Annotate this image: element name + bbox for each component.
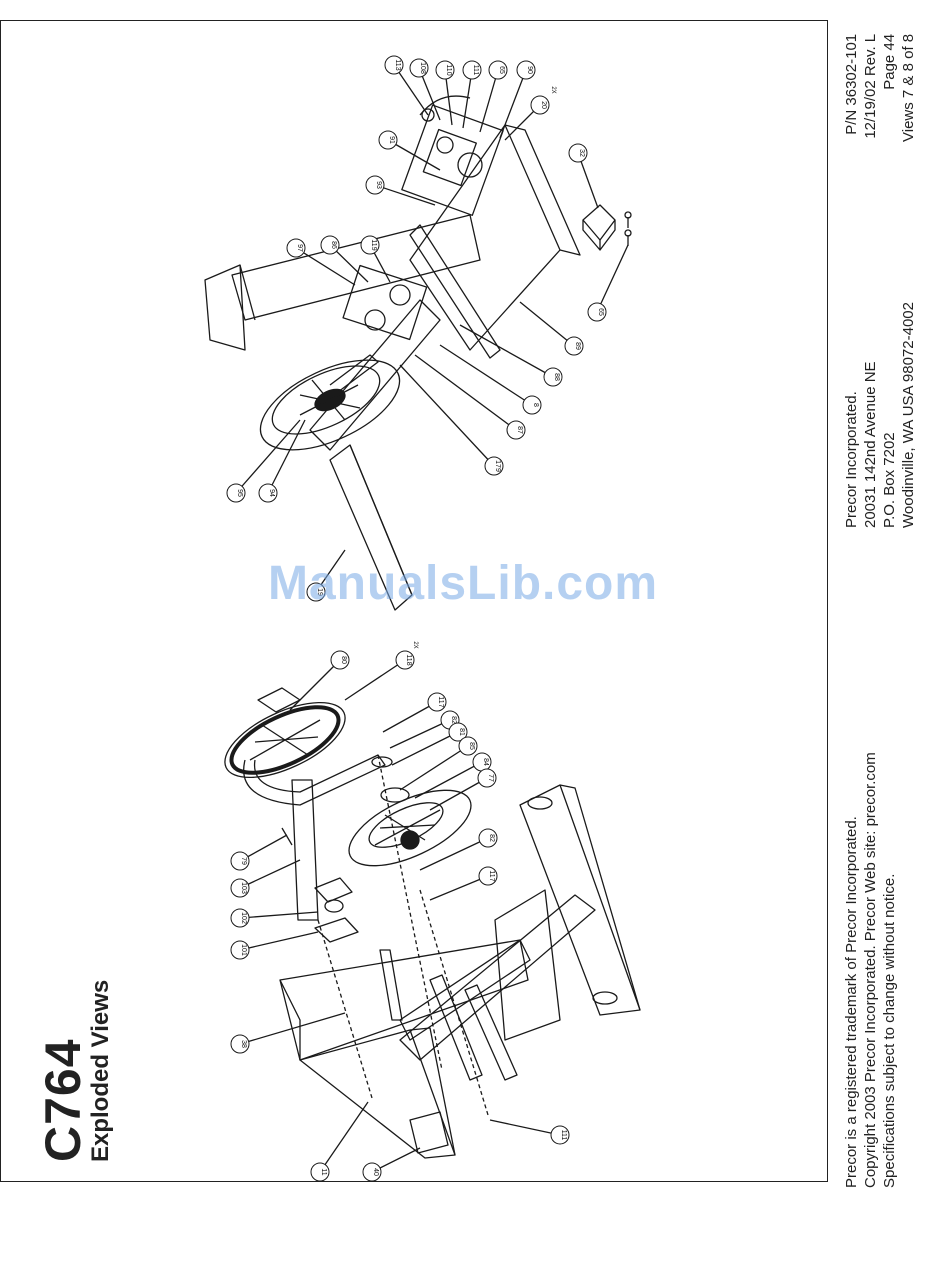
watermark: ManualsLib.com — [268, 557, 659, 610]
callout-label: 40 — [372, 1168, 379, 1176]
callout-label: 117 — [488, 870, 495, 881]
callout-label: 81 — [458, 728, 465, 736]
legal-notice: Precor is a registered trademark of Prec… — [842, 752, 899, 1188]
callout-label: 79 — [240, 857, 247, 865]
callouts-upper — [226, 55, 607, 602]
section-subtitle: Exploded Views — [87, 979, 114, 1162]
callout-label: 103 — [240, 882, 247, 894]
callout-label: 90 — [526, 66, 533, 74]
callout-label: 94 — [268, 489, 275, 497]
view-range: Views 7 & 8 of 8 — [900, 33, 917, 142]
callout-label: 119 — [370, 239, 377, 250]
callout-label: 102 — [240, 912, 247, 924]
callout-label: 89 — [574, 342, 581, 350]
model-title: C764 — [35, 1038, 91, 1162]
quantity-note: 2X — [412, 641, 418, 648]
callout-label: 95 — [236, 489, 243, 497]
callout-label: 85 — [468, 742, 475, 750]
callout-label: 117 — [437, 696, 444, 707]
callout-label: 8 — [532, 403, 539, 407]
callout-label: 38 — [240, 1040, 247, 1048]
callout-label: 19 — [316, 588, 323, 596]
revision-date: 12/19/02 Rev. L — [862, 33, 879, 139]
address-line: Woodinville, WA USA 98072-4002 — [900, 302, 917, 528]
legal-line: Copyright 2003 Precor Incorporated. Prec… — [862, 752, 879, 1188]
callout-label: 86 — [330, 241, 337, 249]
legal-line: Specifications subject to change without… — [881, 873, 898, 1188]
callout-label: 93 — [375, 181, 382, 189]
callout-label: 101 — [240, 944, 247, 956]
lower-assembly — [224, 659, 641, 1173]
callout-label: 108 — [419, 62, 426, 74]
company-address: Precor Incorporated. 20031 142nd Avenue … — [842, 302, 918, 528]
address-line: P.O. Box 7202 — [881, 432, 898, 528]
page-number: Page 44 — [881, 33, 898, 90]
callout-label: 80 — [340, 656, 347, 664]
title-block: C764 Exploded Views — [35, 979, 114, 1162]
callouts-lower — [230, 650, 570, 1182]
callout-label: 32 — [578, 149, 585, 157]
callout-label: 111 — [472, 65, 479, 76]
callout-label: 97 — [296, 244, 303, 252]
callout-label: 11 — [320, 1168, 327, 1175]
exploded-view-drawing: 113 108 110 111 65 90 20 91 93 97 86 119… — [204, 55, 641, 1182]
callout-label: 65 — [498, 66, 505, 74]
callout-label: 91 — [388, 136, 395, 144]
callout-label: 111 — [560, 1130, 567, 1141]
callout-label: 88 — [553, 373, 560, 381]
callout-label: 110 — [445, 64, 452, 75]
callout-label: 77 — [487, 774, 494, 782]
address-line: 20031 142nd Avenue NE — [862, 361, 879, 528]
drawing-frame — [0, 20, 828, 1182]
quantity-note: 2X — [550, 86, 556, 93]
callout-label: 113 — [394, 59, 401, 70]
callout-label: 20 — [540, 101, 547, 109]
legal-line: Precor is a registered trademark of Prec… — [843, 816, 860, 1188]
callout-label: 118 — [405, 654, 412, 665]
callout-label: 65 — [597, 308, 604, 316]
callout-label: 84 — [482, 758, 489, 766]
callout-label: 87 — [516, 426, 523, 434]
callout-label: 82 — [488, 834, 495, 842]
upper-assembly — [204, 64, 632, 611]
callout-label: 82 — [450, 716, 457, 724]
callout-label: 179 — [494, 460, 501, 472]
address-line: Precor Incorporated. — [843, 391, 860, 528]
document-info: P/N 36302-101 12/19/02 Rev. L Page 44 Vi… — [842, 34, 918, 142]
part-number: P/N 36302-101 — [843, 33, 860, 135]
